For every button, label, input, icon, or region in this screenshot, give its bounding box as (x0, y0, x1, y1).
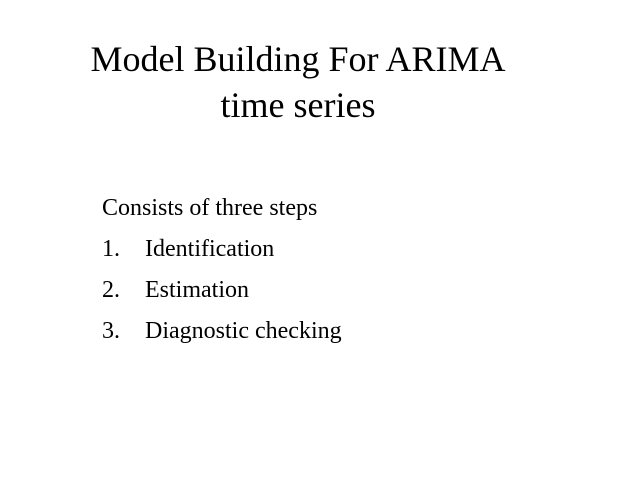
slide-title-line-2: time series (220, 85, 376, 125)
list-item-diagnostic-checking: 3. Diagnostic checking (102, 311, 582, 352)
list-item-number: 1. (102, 236, 120, 262)
list-item-label: Diagnostic checking (145, 318, 342, 344)
intro-text: Consists of three steps (102, 195, 318, 221)
list-item-estimation: 2. Estimation (102, 270, 582, 311)
list-item-number: 2. (102, 277, 120, 303)
slide-title-line-1: Model Building For ARIMA (90, 39, 506, 79)
list-item-label: Estimation (145, 277, 249, 303)
list-item-label: Identification (145, 236, 275, 262)
list-item-number: 3. (102, 318, 120, 344)
list-item-identification: 1. Identification (102, 229, 582, 270)
steps-list: 1. Identification 2. Estimation 3. Diagn… (102, 229, 582, 352)
slide-title: Model Building For ARIMA time series (0, 36, 596, 128)
slide-body: Consists of three steps 1. Identificatio… (102, 188, 582, 352)
